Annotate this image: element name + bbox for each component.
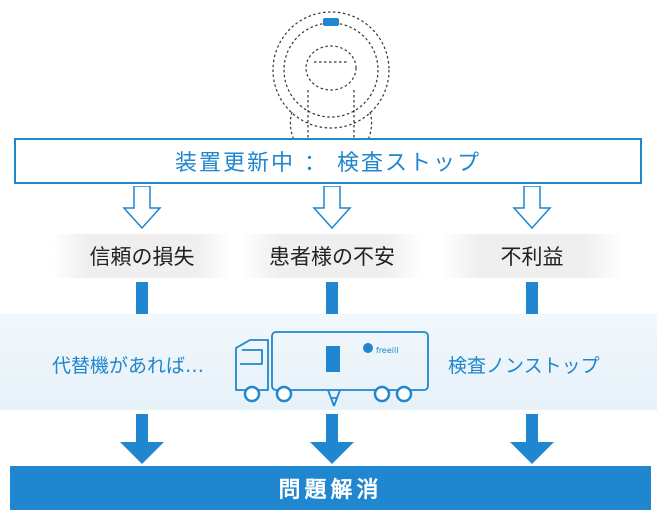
- mobile-ct-truck-icon: freeill: [235, 331, 429, 407]
- problem-label: 患者様の不安: [269, 245, 395, 269]
- truck-logo-text: freeill: [376, 346, 398, 355]
- down-arrow-icon: [120, 414, 164, 464]
- hollow-arrow-icon: [512, 186, 552, 230]
- inspection-stop-label: 装置更新中 ： 検査ストップ: [175, 151, 481, 176]
- problem-disadvantage: 不利益: [442, 234, 622, 278]
- inspection-stop-box: 装置更新中 ： 検査ストップ: [14, 138, 642, 184]
- problem-label: 信頼の損失: [89, 245, 195, 269]
- ct-scanner-icon: [272, 11, 390, 141]
- nonstop-label: 検査ノンストップ: [448, 355, 600, 377]
- problem-solved-box: 問題解消: [10, 466, 651, 510]
- problem-patient-anxiety: 患者様の不安: [242, 234, 422, 278]
- hollow-arrow-icon: [122, 186, 162, 230]
- connector-bar: [526, 282, 538, 322]
- connector-bar: [136, 282, 148, 322]
- down-arrow-icon: [510, 414, 554, 464]
- alternative-label: 代替機があれば…: [52, 355, 205, 377]
- problem-solved-label: 問題解消: [278, 478, 383, 503]
- problem-label: 不利益: [500, 245, 564, 269]
- problem-loss-of-trust: 信頼の損失: [52, 234, 232, 278]
- down-arrow-icon: [310, 414, 354, 464]
- hollow-arrow-icon: [312, 186, 352, 230]
- connector-bar: [326, 282, 338, 322]
